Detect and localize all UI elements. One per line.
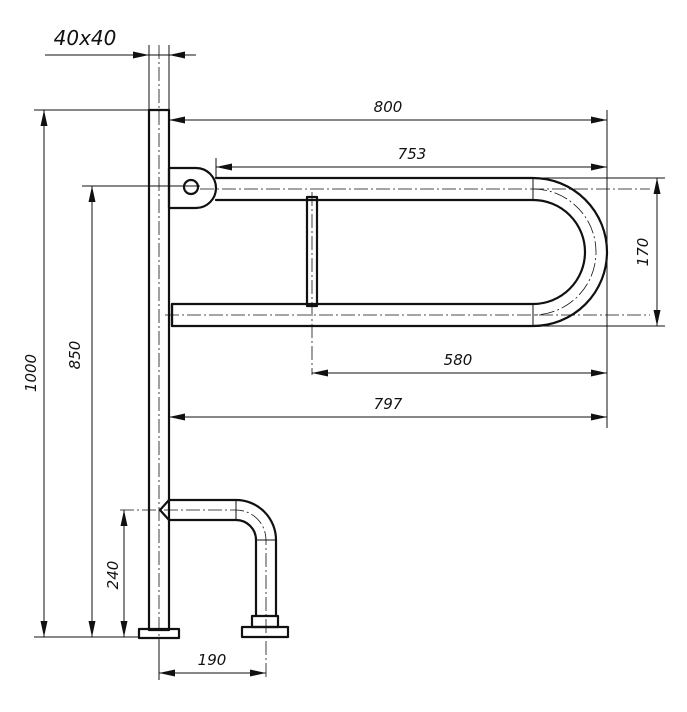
dim-797-label: 797 [374, 395, 403, 413]
dimension-leg-offset: 190 [158, 640, 266, 680]
vertical-post [147, 45, 171, 660]
hinge-bracket [167, 166, 218, 210]
dimension-rail-height: 850 [66, 185, 200, 637]
dim-240-label: 240 [104, 561, 122, 590]
post-base-plate [137, 627, 181, 640]
dim-850-label: 850 [66, 341, 84, 370]
dim-170-label: 170 [634, 238, 652, 267]
dimension-overall-width: 800 [169, 98, 608, 428]
support-leg [120, 498, 278, 680]
dimension-rail-spacing: 170 [533, 177, 665, 327]
dimension-width-at-post: 797 [169, 395, 607, 421]
dim-190-label: 190 [198, 651, 227, 669]
dim-1000-label: 1000 [22, 354, 40, 392]
rail-brace [305, 192, 319, 375]
u-shaped-rail [165, 176, 650, 328]
leg-base-plate [240, 614, 290, 639]
dim-753-label: 753 [398, 145, 427, 163]
dimension-rail-length: 753 [215, 145, 607, 178]
dimension-profile: 40x40 [45, 26, 196, 110]
dimension-brace-to-end: 580 [312, 351, 607, 377]
dimension-leg-height: 240 [104, 510, 128, 637]
profile-label: 40x40 [54, 26, 117, 50]
dimension-total-height: 1000 [22, 109, 149, 638]
dim-800-label: 800 [374, 98, 403, 116]
dim-580-label: 580 [444, 351, 473, 369]
